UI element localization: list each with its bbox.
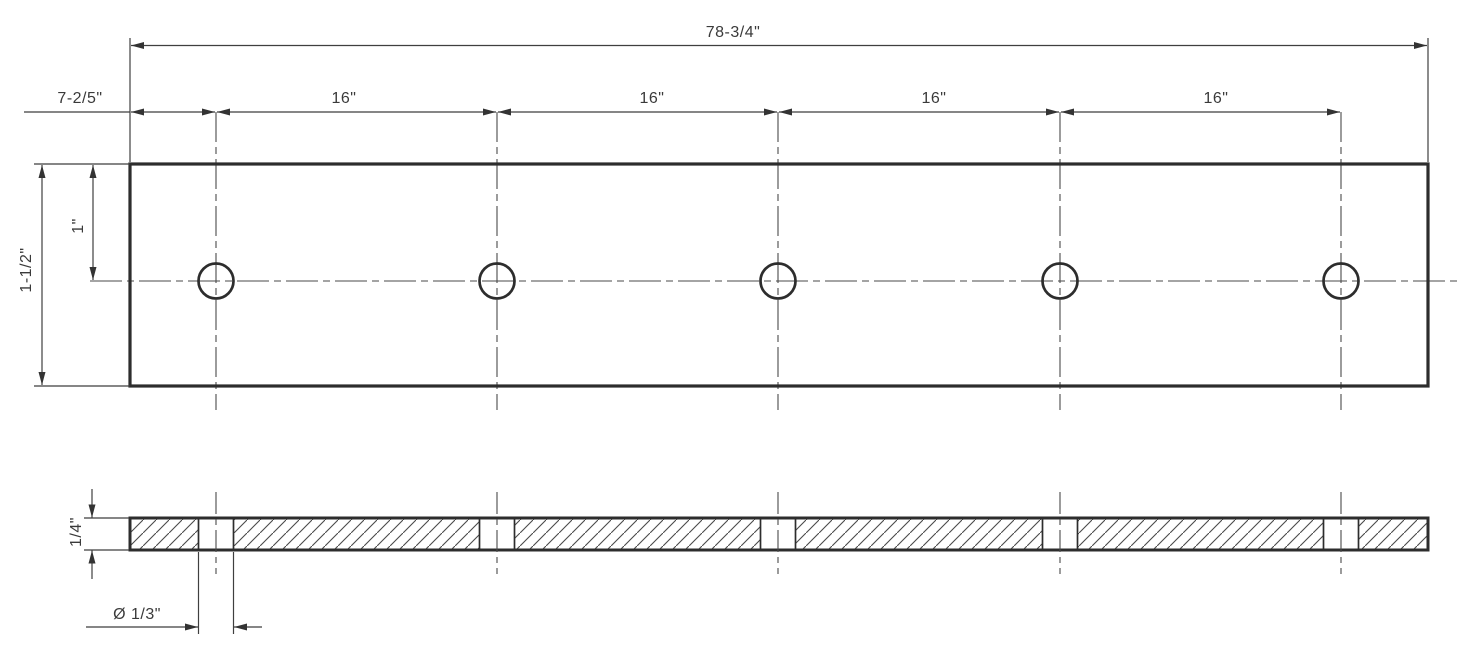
hole-3 [759,262,797,300]
plate-outline [128,162,1430,388]
top-view: 78-3/4" 7-2/5" 16" 16" 16" 16" 1-1/2" 1" [18,24,1462,410]
dimension-label-spacing-3: 16" [922,90,947,107]
dimension-overall-length: 78-3/4" [129,24,1429,162]
dimension-label-spacing-2: 16" [640,90,665,107]
section-view: 1/4" Ø 1/3" [68,489,1430,634]
centerlines-top-view [90,112,1462,410]
dimension-label-thickness: 1/4" [68,517,85,547]
dimension-label-hole-offset: 1" [70,218,87,234]
hole-2 [478,262,516,300]
section-outline [128,516,1430,552]
dimension-hole-offset: 1" [70,165,97,280]
dimension-plate-height: 1-1/2" [18,163,130,387]
dimension-hole-spacing-chain: 7-2/5" 16" 16" 16" 16" [24,90,1340,116]
hole-1 [197,262,235,300]
holes [197,262,1360,300]
section-hole-edges [197,518,1360,550]
dimension-thickness: 1/4" [68,489,129,579]
dimension-label-spacing-4: 16" [1204,90,1229,107]
hole-4 [1041,262,1079,300]
dimension-hole-diameter: Ø 1/3" [86,552,262,634]
centerlines-section-view [215,492,1342,574]
dimension-label-hole-diameter: Ø 1/3" [113,606,161,623]
dimension-label-spacing-1: 16" [332,90,357,107]
dimension-label-overall-length: 78-3/4" [706,24,761,41]
dimension-label-plate-height: 1-1/2" [18,247,35,292]
hole-5 [1322,262,1360,300]
dimension-label-edge-offset: 7-2/5" [57,90,102,107]
